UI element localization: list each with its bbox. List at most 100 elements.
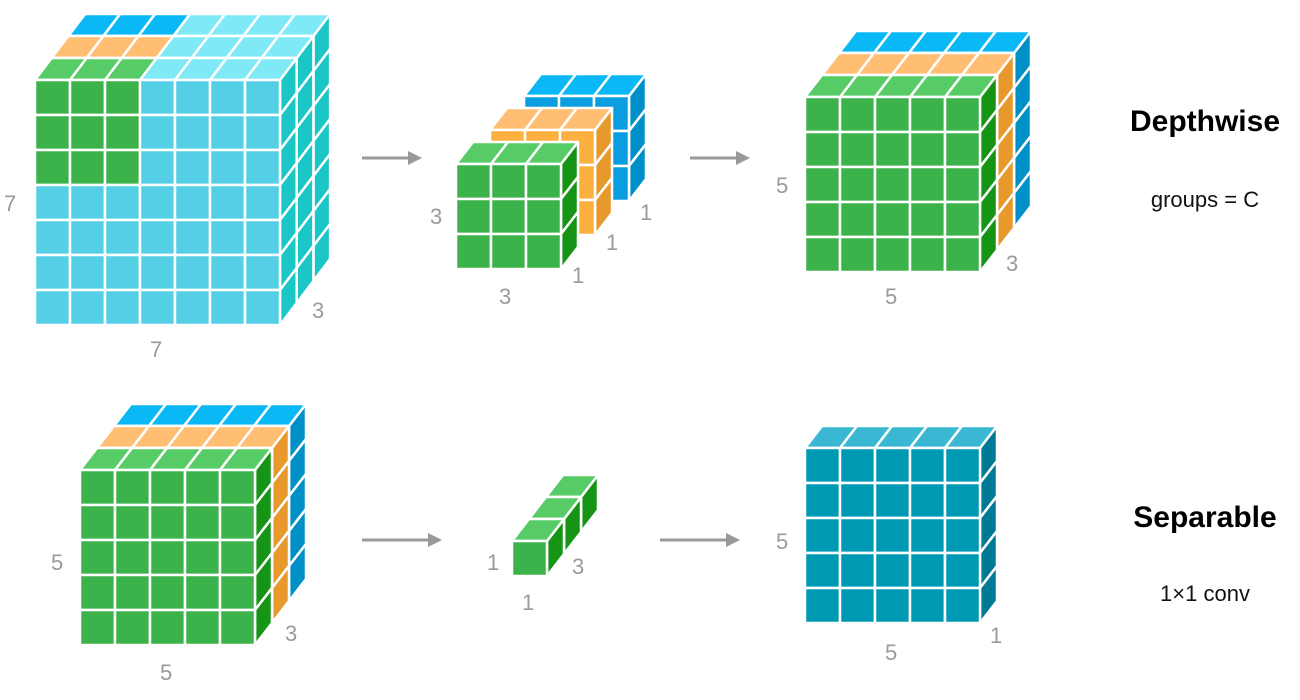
front-cell — [183, 538, 222, 577]
front-cell — [218, 503, 257, 542]
front-cell — [208, 288, 247, 327]
front-cell — [243, 288, 282, 327]
front-cell — [873, 551, 912, 590]
front-cell — [943, 481, 982, 520]
front-cell — [838, 165, 877, 204]
front-cell — [943, 586, 982, 625]
front-cell — [33, 78, 72, 117]
sep-output-depth-label: 1 — [990, 623, 1002, 648]
front-cell — [838, 446, 877, 485]
front-cell — [943, 130, 982, 169]
front-cell — [489, 197, 528, 236]
front-cell — [33, 288, 72, 327]
front-cell — [173, 218, 212, 257]
front-cell — [208, 148, 247, 187]
front-cell — [873, 235, 912, 274]
front-cell — [148, 503, 187, 542]
front-cell — [943, 551, 982, 590]
front-cell — [138, 218, 177, 257]
front-cell — [908, 446, 947, 485]
front-cell — [183, 503, 222, 542]
front-cell — [908, 95, 947, 134]
filter-depth-label-orange: 1 — [606, 230, 618, 255]
front-cell — [524, 197, 563, 236]
front-cell — [803, 95, 842, 134]
front-cell — [908, 586, 947, 625]
front-cell — [873, 481, 912, 520]
sep-filter-height-label: 1 — [487, 550, 499, 575]
front-cell — [173, 253, 212, 292]
front-cell — [243, 218, 282, 257]
sep-input-depth-label: 3 — [285, 621, 297, 646]
front-cell — [138, 183, 177, 222]
front-cell — [943, 165, 982, 204]
front-cell — [943, 235, 982, 274]
front-cell — [208, 183, 247, 222]
depthwise-subtitle: groups = C — [1151, 187, 1259, 212]
front-cell — [103, 288, 142, 327]
front-cell — [908, 235, 947, 274]
front-cell — [243, 253, 282, 292]
front-cell — [803, 481, 842, 520]
front-cell — [803, 200, 842, 239]
output-height-label: 5 — [776, 173, 788, 198]
front-cell — [489, 232, 528, 271]
input-tensor-7x7x3 — [33, 12, 332, 327]
front-cell — [208, 253, 247, 292]
front-cell — [173, 183, 212, 222]
front-cell — [873, 516, 912, 555]
front-cell — [943, 200, 982, 239]
output-depth-label: 3 — [1006, 251, 1018, 276]
front-cell — [208, 113, 247, 152]
arrows — [362, 151, 750, 547]
front-cell — [183, 468, 222, 507]
arrow-input-to-filter-separable — [362, 533, 442, 547]
front-cell — [113, 538, 152, 577]
front-cell — [943, 446, 982, 485]
front-cell — [103, 218, 142, 257]
front-cell — [138, 113, 177, 152]
front-cell — [803, 235, 842, 274]
front-cell — [103, 148, 142, 187]
output-tensor-5x5x3 — [803, 29, 1033, 274]
front-cell — [68, 113, 107, 152]
front-cell — [838, 516, 877, 555]
front-cell — [148, 573, 187, 612]
output-width-label: 5 — [885, 284, 897, 309]
separable-subtitle: 1×1 conv — [1160, 581, 1250, 606]
front-cell — [103, 78, 142, 117]
sep-filter-width-label: 1 — [522, 590, 534, 615]
front-cell — [138, 78, 177, 117]
front-cell — [138, 253, 177, 292]
front-cell — [908, 551, 947, 590]
front-cell — [218, 608, 257, 647]
arrow-input-to-filter-depthwise — [362, 151, 422, 165]
filter-width-label: 3 — [499, 284, 511, 309]
sep-input-height-label: 5 — [51, 550, 63, 575]
front-cell — [943, 516, 982, 555]
front-cell — [838, 551, 877, 590]
front-cell — [803, 586, 842, 625]
front-cell — [103, 183, 142, 222]
front-cell — [243, 78, 282, 117]
front-cell — [243, 113, 282, 152]
input-height-label: 7 — [4, 191, 16, 216]
front-cell — [113, 468, 152, 507]
front-cell — [33, 183, 72, 222]
front-cell — [68, 288, 107, 327]
front-cell — [68, 183, 107, 222]
front-cell — [208, 78, 247, 117]
filter-depth-label-green: 1 — [572, 263, 584, 288]
front-cell — [173, 148, 212, 187]
front-cell — [838, 95, 877, 134]
front-cell — [78, 608, 117, 647]
front-cell — [103, 113, 142, 152]
front-cell — [208, 218, 247, 257]
front-cell — [803, 130, 842, 169]
front-cell — [78, 573, 117, 612]
front-cell — [524, 232, 563, 271]
input-depth-label: 3 — [312, 298, 324, 323]
front-cell — [838, 200, 877, 239]
front-cell — [148, 468, 187, 507]
